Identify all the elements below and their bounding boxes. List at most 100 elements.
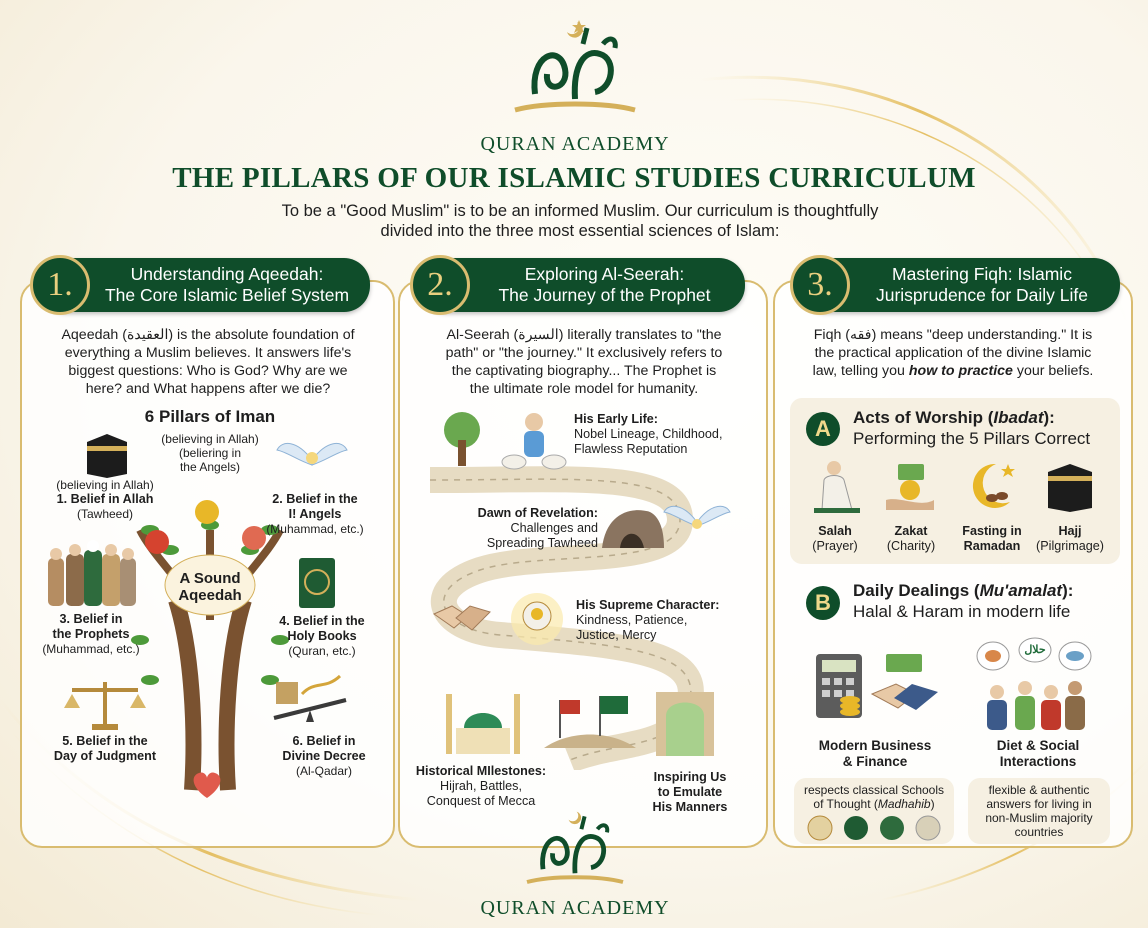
pillar-3-title-1: 3. Belief in (59, 612, 123, 626)
pillar-1: (believing in Allah) 1. Belief in Allah … (40, 478, 170, 521)
apple-icon (145, 530, 169, 554)
zakat-charity-icon (886, 464, 934, 510)
schools-em: Madhahib (877, 797, 931, 811)
supreme-character: His Supreme Character: Kindness, Patienc… (576, 598, 746, 643)
intro-text: To be a "Good Muslim" is to be an inform… (260, 201, 900, 241)
diet-social-icon (976, 637, 1092, 730)
ramadan-moon-icon (972, 463, 1015, 508)
pillar-2: 2. Belief in the I! Angels (Muhammad, et… (250, 492, 380, 536)
fiqh-para-line: Fiqh (فقه) means "deep understanding." I… (813, 327, 1093, 343)
aqeedah-para-line: here? and What happens after we die? (85, 381, 331, 397)
seerah-para-line: the captivating biography... The Prophet… (451, 363, 717, 379)
seerah-para-line: Al-Seerah (السيرة) literally translates … (446, 327, 722, 343)
head-glow-icon (511, 593, 563, 645)
pillar-3-title-2: the Prophets (52, 627, 130, 641)
fiqh-para-post: your beliefs. (1012, 363, 1094, 379)
muamalat-post: ): (1062, 581, 1074, 600)
fiqh-para-em: how to practice (908, 363, 1013, 379)
ibadat-em: Ibadat (993, 408, 1044, 427)
dawn-title: Dawn of Revelation: (477, 506, 598, 520)
pillar-4: 4. Belief in the Holy Books (Quran, etc.… (262, 614, 382, 658)
fiqh-para-line-3: law, telling you how to practice your be… (783, 362, 1123, 380)
tree-icon (131, 520, 289, 791)
early-life: His Early Life: Nobel Lineage, Childhood… (574, 412, 744, 457)
flex-line-3: non-Muslim majority (985, 811, 1093, 825)
mosque-icon (446, 694, 520, 754)
daily-dealings-sub: Halal & Haram in modern life (853, 602, 1071, 621)
business-line-1: Modern Business (818, 738, 932, 753)
note-line: (beliering in (178, 446, 242, 460)
fiqh-title-1: Mastering Fiqh: Islamic (892, 264, 1072, 284)
cave-icon (602, 510, 664, 548)
early-life-line-2: Flawless Reputation (574, 442, 688, 456)
pillar-6-title-2: Divine Decree (282, 749, 366, 763)
angel-small-icon (663, 505, 731, 529)
calculator-finance-icon (816, 654, 938, 718)
dawn-line-1: Challenges and (510, 521, 598, 535)
pillar-6: 6. Belief in Divine Decree (Al-Qadar) (264, 734, 384, 778)
seerah-title-1: Exploring Al-Seerah: (524, 264, 685, 284)
pillar-5: 5. Belief in the Day of Judgment (40, 734, 170, 764)
pillar-1-title: 1. Belief in Allah (56, 492, 154, 506)
inspiring-line-2: to Emulate (657, 785, 723, 799)
worship-zakat: Zakat (Charity) (876, 524, 946, 554)
inspiring-line-3: His Manners (652, 800, 728, 814)
heart-icon (193, 772, 221, 798)
diet-line-1: Diet & Social (996, 738, 1080, 753)
early-life-title: His Early Life: (574, 412, 658, 426)
tree-label: A Sound Aqeedah (160, 570, 260, 604)
hajj-sub: (Pilgrimage) (1036, 539, 1104, 553)
section-number-1: 1. (30, 255, 90, 315)
flexible-answers-text: flexible & authentic answers for living … (970, 783, 1108, 839)
aqeedah-header: Understanding Aqeedah: The Core Islamic … (40, 258, 370, 312)
note-believing-allah-2: (believing in Allah) (56, 478, 154, 492)
aqeedah-para-line: biggest questions: Who is God? Why are w… (68, 363, 348, 379)
tree-label-line: Aqeedah (178, 587, 242, 604)
milestones-line-1: Hijrah, Battles, (440, 779, 522, 793)
halal-word: حلال (1024, 644, 1046, 656)
acts-of-worship-title: Acts of Worship (Ibadat): Performing the… (853, 407, 1090, 449)
pillar-3: 3. Belief in the Prophets (Muhammad, etc… (36, 612, 146, 656)
acts-of-worship-sub: Performing the 5 Pillars Correct (853, 429, 1091, 448)
schools-pre: of Thought ( (813, 797, 878, 811)
pillar-1-sub: (Tawheed) (76, 507, 134, 521)
fiqh-panel (773, 280, 1133, 848)
handshake-icon (432, 605, 491, 631)
pillar-2-title-1: 2. Belief in the (272, 492, 358, 506)
flex-line-4: countries (1014, 825, 1064, 839)
hajj-name: Hajj (1058, 524, 1082, 538)
fiqh-para-pre: law, telling you (812, 363, 909, 379)
worship-hajj: Hajj (Pilgrimage) (1030, 524, 1110, 554)
historical-milestones: Historical MIlestones: Hijrah, Battles, … (414, 764, 548, 809)
quran-academy-logo-bottom-icon (526, 811, 624, 884)
milestones-line-2: Conquest of Mecca (426, 794, 536, 808)
salah-prayer-icon (814, 461, 860, 513)
milestones-title: Historical MIlestones: (415, 764, 547, 778)
pear-icon (242, 526, 266, 550)
fiqh-description: Fiqh (فقه) means "deep understanding." I… (783, 326, 1123, 380)
seerah-header: Exploring Al-Seerah: The Journey of the … (420, 258, 745, 312)
angel-icon (276, 442, 348, 466)
flex-line-2: answers for living in (986, 797, 1092, 811)
aqeedah-title-2: The Core Islamic Belief System (104, 285, 350, 305)
muamalat-em: Mu'amalat (979, 581, 1063, 600)
diet-social: Diet & Social Interactions (968, 738, 1108, 770)
tree-small-icon (444, 412, 480, 466)
brand-name-top: QURAN ACADEMY (480, 133, 670, 155)
seerah-description: Al-Seerah (السيرة) literally translates … (406, 326, 762, 398)
worship-salah: Salah (Prayer) (802, 524, 868, 554)
section-number-3: 3. (790, 255, 850, 315)
hajj-kaaba-icon (1048, 464, 1092, 512)
character-line-2: Justice, Mercy (576, 628, 657, 642)
dawn-line-2: Spreading Tawheed (486, 536, 598, 550)
pillar-4-title-2: Holy Books (287, 629, 357, 643)
inspiring-line-1: Inspiring Us (653, 770, 727, 784)
fiqh-para-line: the practical application of the divine … (814, 345, 1092, 361)
worship-fasting: Fasting in Ramadan (952, 524, 1032, 554)
salah-sub: (Prayer) (812, 539, 858, 553)
badge-b: B (806, 586, 840, 620)
zakat-sub: (Charity) (886, 539, 936, 553)
aqeedah-title-1: Understanding Aqeedah: (130, 264, 324, 284)
diet-line-2: Interactions (999, 754, 1077, 769)
pillar-3-sub: (Muhammad, etc.) (42, 642, 140, 656)
